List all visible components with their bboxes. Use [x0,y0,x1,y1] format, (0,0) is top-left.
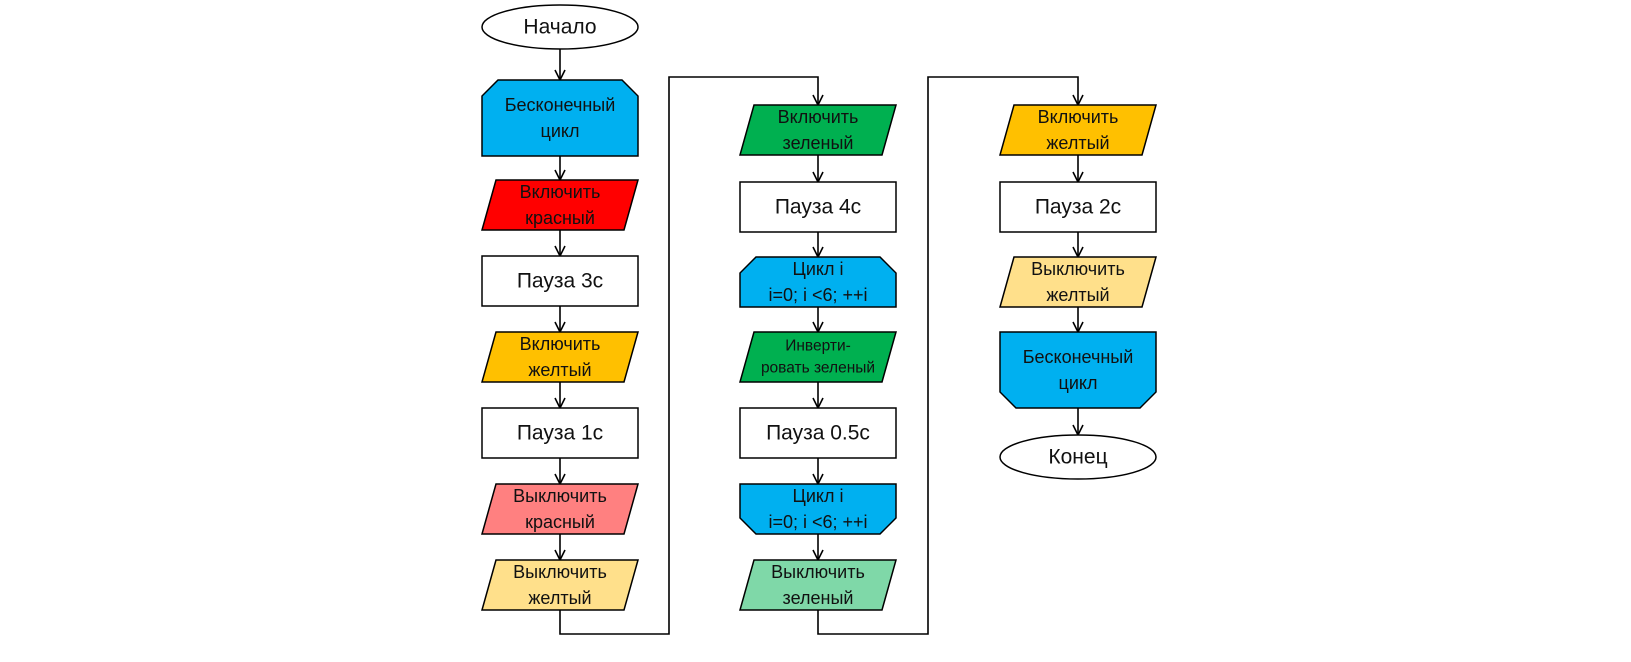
pause-4s-label-1: Пауза 4с [775,196,861,219]
green-off-shape [739,559,897,611]
red-off-label-1: Выключить [513,486,607,506]
loop-infinite-end-shape [999,331,1157,409]
pause-4s-node: Пауза 4с [739,181,897,233]
invert-green-node: Инверти-ровать зеленый [739,331,897,383]
yellow-on-node: Включить желтый [481,331,639,383]
green-off-node: Выключить зеленый [739,559,897,611]
loop-infinite-start-label-1: Бесконечный [505,95,616,115]
loop-infinite-end-node: Бесконечный цикл [999,331,1157,409]
green-off-label-2: зеленый [783,588,854,608]
pause-2s-node: Пауза 2с [999,181,1157,233]
end-shape [999,434,1157,480]
yellow-on-2-shape [999,104,1157,156]
yellow-off-2-shape [999,256,1157,308]
red-on-shape [481,179,639,231]
loop-infinite-start-shape [481,79,639,157]
start-node: Начало [481,4,639,50]
loop-i-start-shape [739,256,897,308]
pause-1s-label-1: Пауза 1с [517,422,603,445]
green-on-node: Включить зеленый [739,104,897,156]
yellow-off-2-label-1: Выключить [1031,259,1125,279]
invert-green-label-1: Инверти- [785,338,851,355]
yellow-on-shape [481,331,639,383]
loop-infinite-end-label-2: цикл [1059,373,1098,393]
yellow-off-label-1: Выключить [513,562,607,582]
yellow-off-label-2: желтый [528,588,591,608]
loop-i-start-node: Цикл i i=0; i <6; ++i [739,256,897,308]
pause-0-5s-label-1: Пауза 0.5с [766,422,870,445]
pause-1s-node: Пауза 1с [481,407,639,459]
yellow-on-2-label-2: желтый [1046,133,1109,153]
loop-infinite-end-label-1: Бесконечный [1023,347,1134,367]
pause-2s-label-1: Пауза 2с [1035,196,1121,219]
green-on-label-1: Включить [778,107,859,127]
pause-3s-label-1: Пауза 3с [517,270,603,293]
red-on-node: Включить красный [481,179,639,231]
pause-3s-shape [481,255,639,307]
red-off-node: Выключить красный [481,483,639,535]
end-node: Конец [999,434,1157,480]
red-on-label-2: красный [525,208,595,228]
red-off-label-2: красный [525,512,595,532]
pause-0-5s-node: Пауза 0.5с [739,407,897,459]
end-label-1: Конец [1048,446,1107,469]
loop-i-start-label-2: i=0; i <6; ++i [768,285,867,305]
loop-i-end-shape [739,483,897,535]
invert-green-shape [739,331,897,383]
yellow-on-label-2: желтый [528,360,591,380]
loop-i-end-node: Цикл i i=0; i <6; ++i [739,483,897,535]
pause-1s-shape [481,407,639,459]
pause-3s-node: Пауза 3с [481,255,639,307]
loop-i-end-label-2: i=0; i <6; ++i [768,512,867,532]
green-off-label-1: Выключить [771,562,865,582]
yellow-off-2-node: Выключить желтый [999,256,1157,308]
pause-2s-shape [999,181,1157,233]
loop-infinite-start-node: Бесконечный цикл [481,79,639,157]
start-label-1: Начало [523,16,596,39]
pause-4s-shape [739,181,897,233]
green-on-shape [739,104,897,156]
invert-green-label-2: ровать зеленый [761,360,875,377]
yellow-on-2-node: Включить желтый [999,104,1157,156]
pause-0-5s-shape [739,407,897,459]
yellow-off-2-label-2: желтый [1046,285,1109,305]
yellow-off-node: Выключить желтый [481,559,639,611]
green-on-label-2: зеленый [783,133,854,153]
yellow-on-label-1: Включить [520,334,601,354]
yellow-off-shape [481,559,639,611]
connectors [559,49,1078,635]
connector-col1-to-col2 [559,76,818,635]
nodes: НачалоБесконечныйциклВключитькрасныйПауз… [481,4,1157,611]
red-on-label-1: Включить [520,182,601,202]
loop-i-end-label-1: Цикл i [793,486,844,506]
red-off-shape [481,483,639,535]
connector-col2-to-col3 [817,76,1078,635]
loop-infinite-start-label-2: цикл [541,121,580,141]
yellow-on-2-label-1: Включить [1038,107,1119,127]
start-shape [481,4,639,50]
loop-i-start-label-1: Цикл i [793,259,844,279]
